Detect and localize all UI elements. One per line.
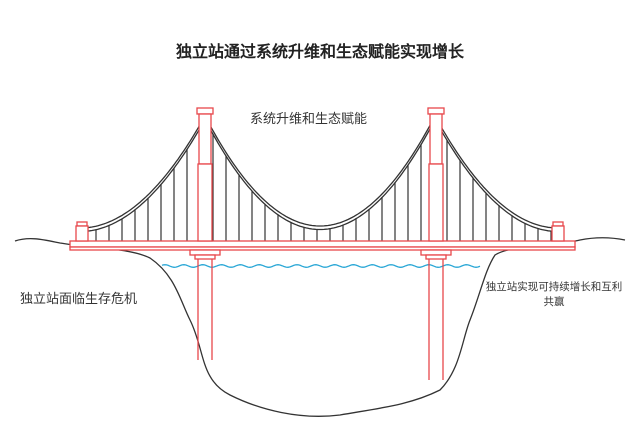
bridge-label: 系统升维和生态赋能	[250, 112, 368, 127]
deck	[69, 240, 576, 248]
main-cable	[85, 117, 555, 229]
left-bank-label: 独立站面临生存危机	[20, 292, 138, 307]
main-cables	[85, 117, 555, 233]
valley-outline	[14, 237, 626, 417]
tower-right-top	[427, 107, 445, 115]
right-bank-label: 独立站实现可持续增长和互利共赢	[485, 281, 623, 308]
bridge-structure	[69, 107, 576, 380]
deck-lower	[69, 246, 576, 251]
tower-left-top	[196, 107, 214, 115]
tower-left	[197, 163, 213, 242]
water-line	[161, 264, 481, 268]
tower-right	[428, 163, 444, 242]
main-cable	[85, 120, 555, 233]
suspender-cables	[95, 133, 552, 241]
page-title: 独立站通过系统升维和生态赋能实现增长	[175, 42, 464, 61]
